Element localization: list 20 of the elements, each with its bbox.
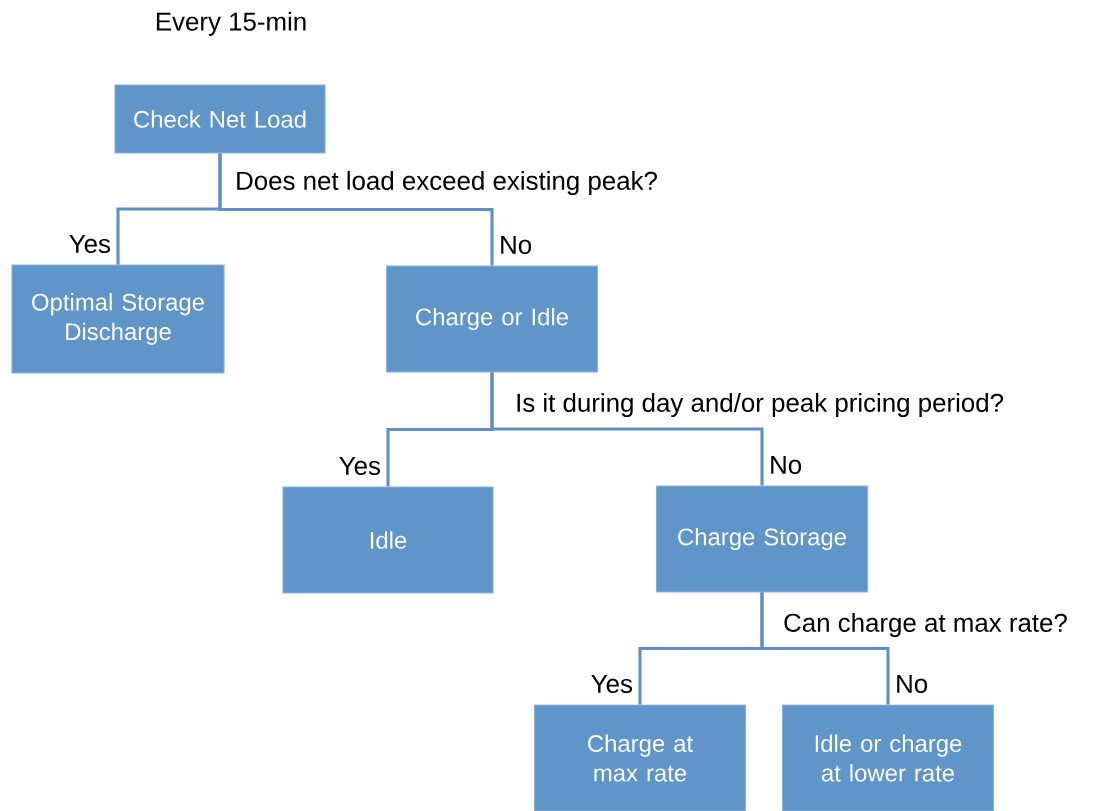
process-box: Idle <box>282 486 494 594</box>
question-text: Can charge at max rate? <box>784 612 1067 638</box>
edge-label: Yes <box>65 232 114 256</box>
edge-label: Yes <box>587 672 636 696</box>
process-box: Optimal Storage Discharge <box>11 264 225 374</box>
process-box: Charge at max rate <box>533 704 747 811</box>
connector <box>490 372 764 486</box>
question-text: Does net load exceed existing peak? <box>237 170 657 196</box>
question-text: Is it during day and/or peak pricing period? <box>517 392 1004 418</box>
edge-label: No <box>496 233 535 257</box>
edge-label: No <box>766 453 805 477</box>
node-caption: Every 15-min <box>156 11 306 36</box>
process-box: Check Net Load <box>114 84 326 154</box>
edge-label: No <box>892 672 931 696</box>
process-box: Idle or charge at lower rate <box>781 704 995 811</box>
connector <box>760 592 890 705</box>
process-box: Charge or Idle <box>385 265 599 373</box>
process-box: Charge Storage <box>655 485 869 593</box>
edge-label: Yes <box>335 454 384 478</box>
connector <box>218 153 494 266</box>
